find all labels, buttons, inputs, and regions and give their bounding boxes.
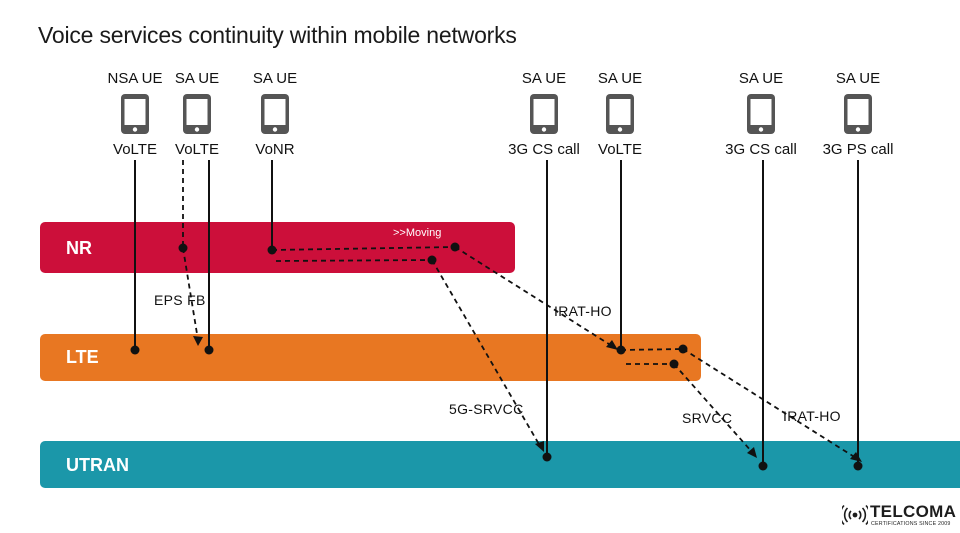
ue-service-label: 3G PS call [822, 141, 894, 158]
srvcc-arrowhead [747, 447, 757, 458]
lte-band [40, 334, 701, 381]
logo-subtitle: CERTIFICATIONS SINCE 2009 [871, 521, 951, 527]
moving-path-upper [271, 246, 456, 251]
lte-path-upper [620, 348, 684, 351]
ue-service-label: VoNR [255, 141, 295, 158]
mobile-phone-icon [530, 94, 558, 134]
ue-type-label: SA UE [738, 70, 784, 87]
srvcc-path [673, 363, 753, 453]
ue-type-label: SA UE [597, 70, 643, 87]
moving-path-lower [275, 259, 433, 262]
nr-band-label: NR [66, 238, 92, 258]
ue-type-label: SA UE [252, 70, 298, 87]
telcoma-logo: TELCOMA CERTIFICATIONS SINCE 2009 [842, 502, 957, 530]
dot-nsa-volte-lte [130, 345, 140, 355]
ue-sa-3g-cs: SA UE 3G CS call [504, 69, 584, 158]
ue-sa-3g-ps: SA UE 3G PS call [818, 69, 898, 158]
ue-sa-volte-2: SA UE VoLTE [580, 69, 660, 158]
ue-service-label: 3G CS call [508, 141, 580, 158]
lte-band-label: LTE [66, 347, 99, 367]
eps-fb-dash-lower [182, 247, 199, 341]
signal-waves-icon [842, 504, 868, 526]
dot-volte-lte [616, 345, 626, 355]
utran-band [40, 441, 960, 488]
ue-service-label: VoLTE [113, 141, 157, 158]
srvcc-5g-label: 5G-SRVCC [449, 401, 524, 417]
logo-name: TELCOMA [870, 502, 957, 521]
dot-eps-fb-nr [178, 243, 188, 253]
ue-type-label: SA UE [835, 70, 881, 87]
ue-sa-volte: SA UE VoLTE [157, 69, 237, 158]
ue-type-label: SA UE [174, 70, 220, 87]
ue-service-label: VoLTE [598, 141, 642, 158]
dot-moving-lower [427, 255, 437, 265]
dot-vonr-nr [267, 245, 277, 255]
irat-ho-label-1: IRAT-HO [554, 303, 612, 319]
mobile-phone-icon [606, 94, 634, 134]
dot-3gcs-2-utran [758, 461, 768, 471]
eps-fb-arrowhead [193, 336, 203, 346]
ue-nsa-volte: NSA UE VoLTE [95, 69, 175, 158]
srvcc-label: SRVCC [682, 410, 733, 426]
irat-ho-arrowhead-2 [850, 452, 862, 462]
utran-band-label: UTRAN [66, 455, 129, 475]
ue-type-label: NSA UE [107, 70, 163, 87]
ue-type-label: SA UE [521, 70, 567, 87]
ue-sa-vonr: SA UE VoNR [235, 69, 315, 158]
ue-sa-3g-cs-2: SA UE 3G CS call [721, 69, 801, 158]
dot-3gps-utran [853, 461, 863, 471]
mobile-phone-icon [844, 94, 872, 134]
dot-sa-volte-lte [204, 345, 214, 355]
eps-fb-label: EPS FB [154, 292, 206, 308]
dot-lte-upper [678, 344, 688, 354]
dot-lte-lower [669, 359, 679, 369]
irat-ho-label-2: IRAT-HO [783, 408, 841, 424]
irat-ho-arrowhead-1 [606, 340, 618, 350]
page-title: Voice services continuity within mobile … [38, 22, 517, 48]
moving-label: >>Moving [393, 227, 442, 239]
dot-moving-upper [450, 242, 460, 252]
dot-3gcs-utran [542, 452, 552, 462]
srvcc-5g-arrowhead [535, 441, 544, 452]
irat-ho-path-2 [682, 348, 857, 459]
mobile-phone-icon [747, 94, 775, 134]
irat-ho-path-1 [454, 246, 613, 347]
mobile-phone-icon [261, 94, 289, 134]
mobile-phone-icon [121, 94, 149, 134]
ue-service-label: VoLTE [175, 141, 219, 158]
ue-service-label: 3G CS call [725, 141, 797, 158]
mobile-phone-icon [183, 94, 211, 134]
